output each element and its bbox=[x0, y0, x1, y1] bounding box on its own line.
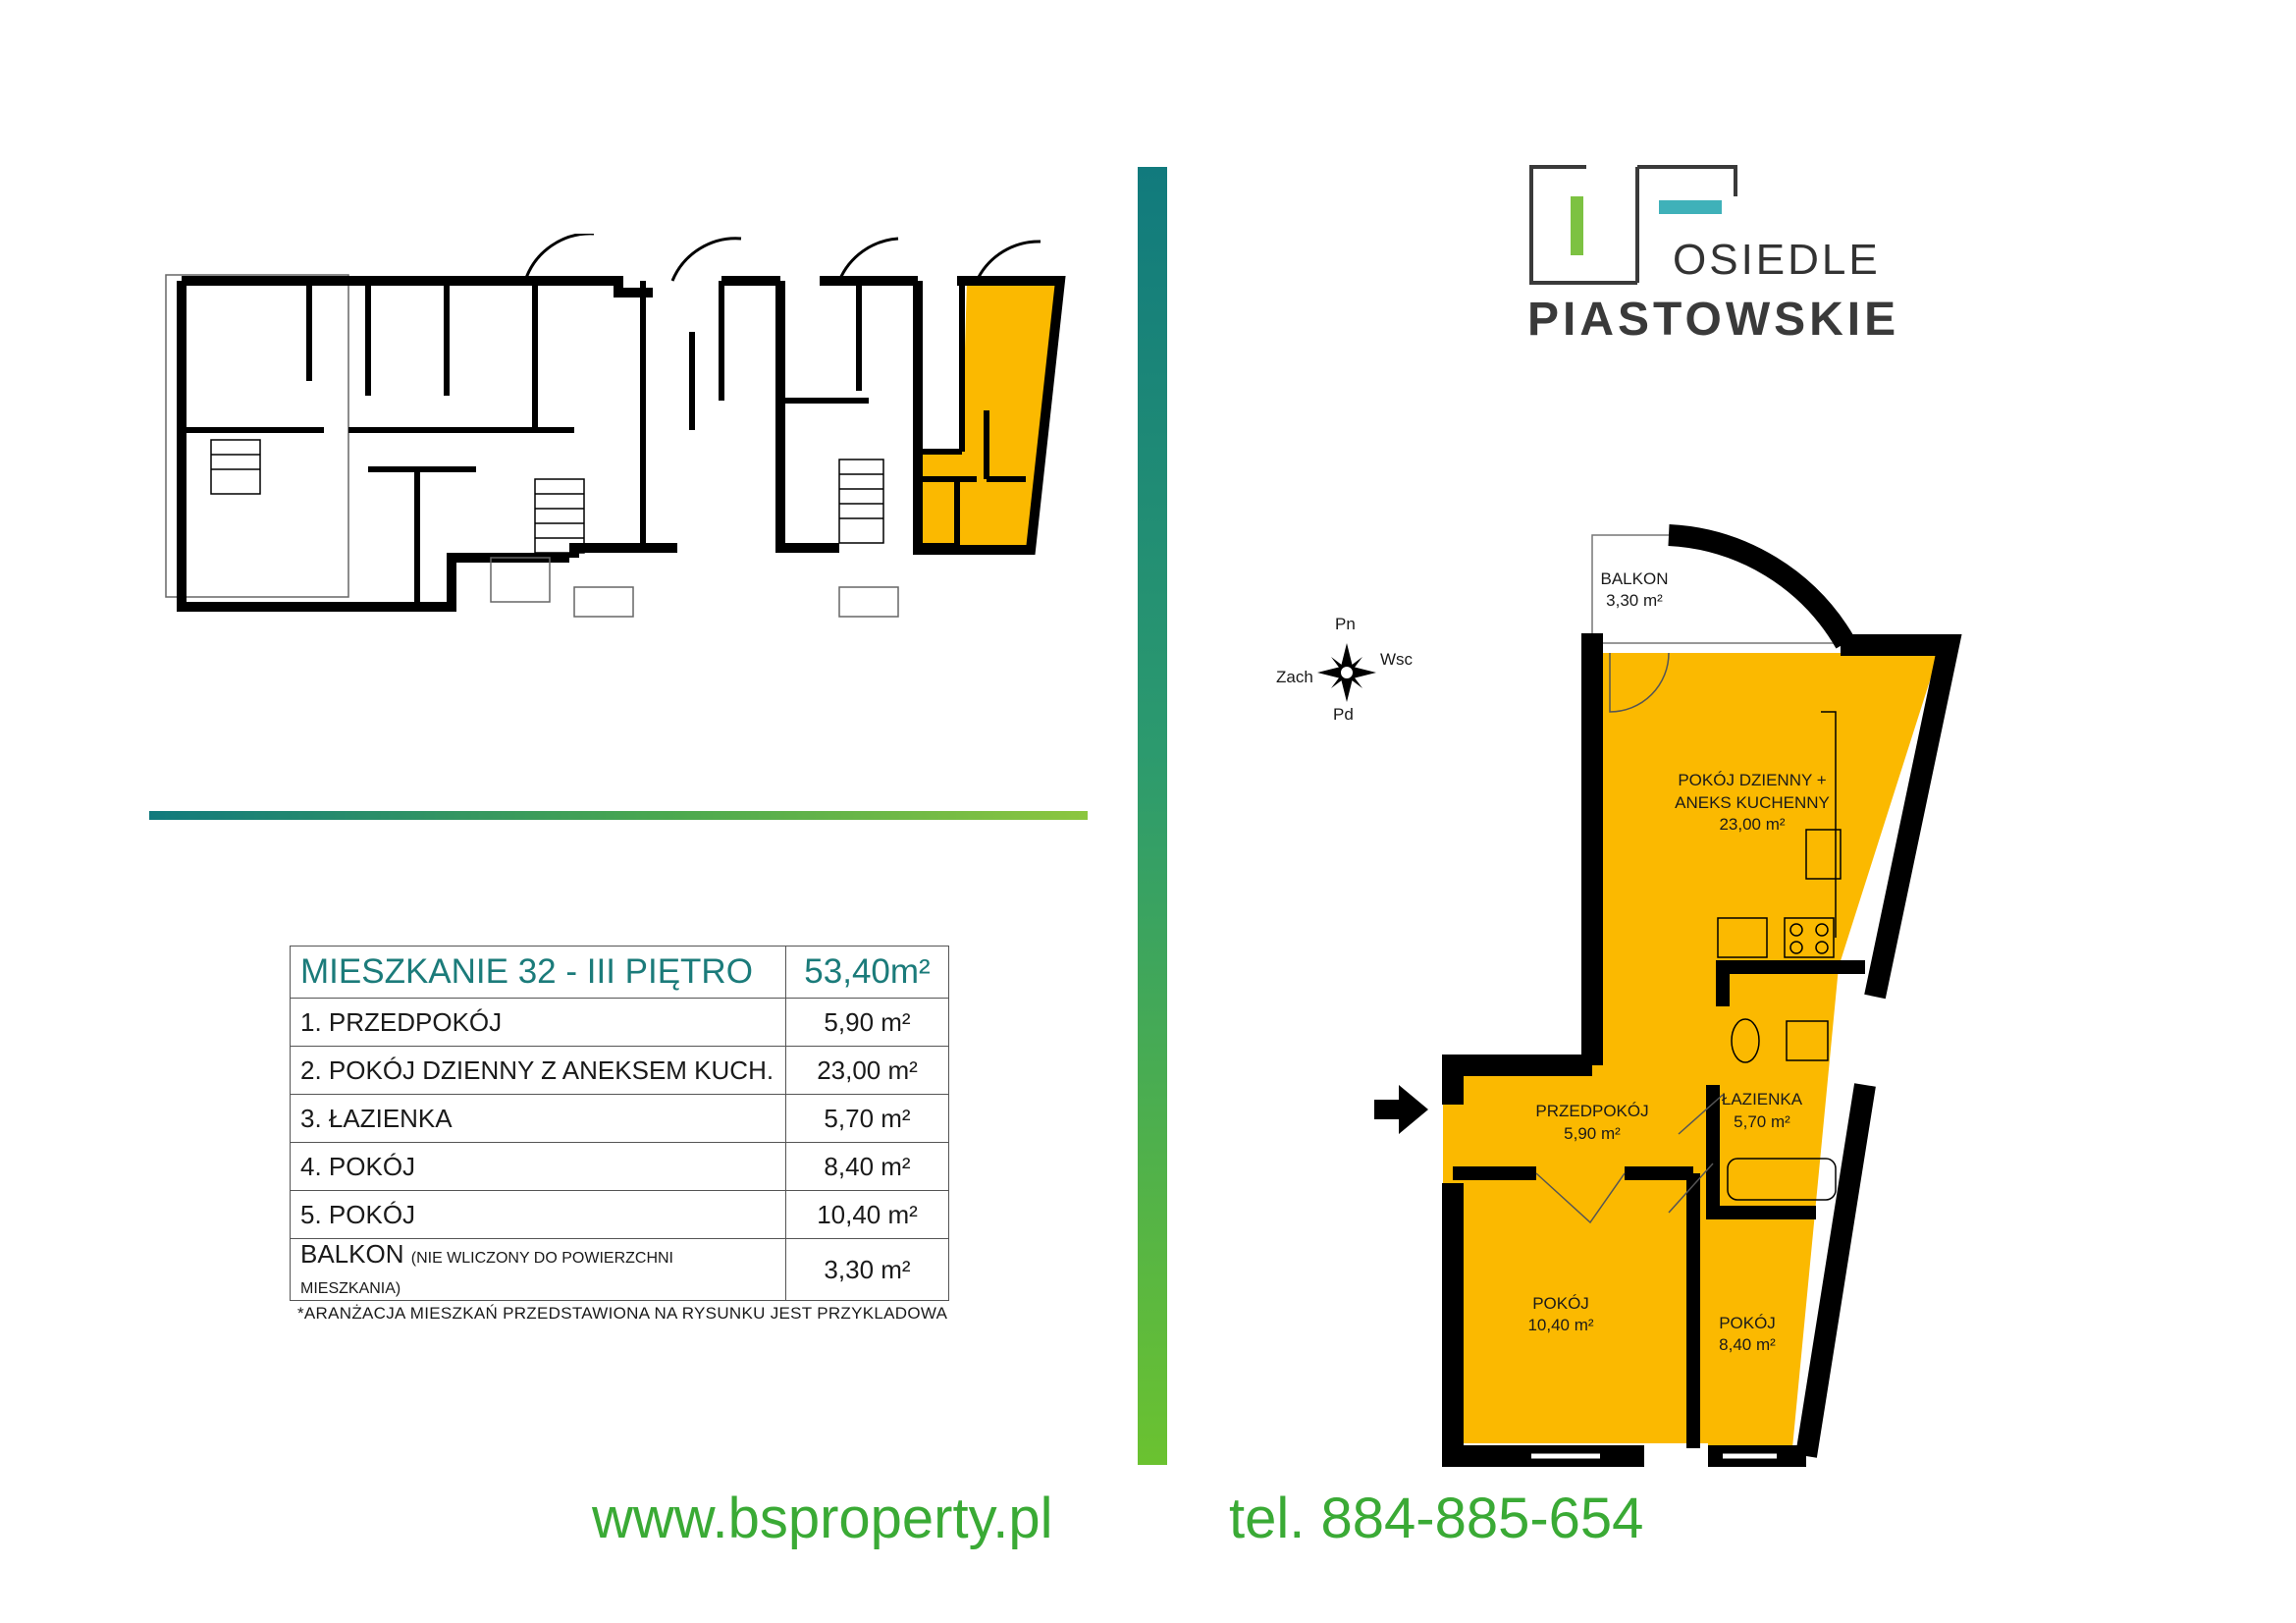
room-label: 5. POKÓJ bbox=[290, 1190, 786, 1239]
logo-text-piastowskie: PIASTOWSKIE bbox=[1527, 294, 1900, 346]
room-area: 8,40 m² bbox=[785, 1142, 949, 1191]
arrangement-note: *ARANŻACJA MIESZKAŃ PRZEDSTAWIONA NA RYS… bbox=[297, 1304, 948, 1323]
balcony-cell: BALKON (NIE WLICZONY DO POWIERZCHNI MIES… bbox=[290, 1238, 786, 1301]
horizontal-divider bbox=[149, 811, 1088, 820]
label-hall-area: 5,90 m² bbox=[1564, 1124, 1621, 1143]
room-area: 5,90 m² bbox=[785, 998, 949, 1047]
entrance-arrow-icon bbox=[1374, 1085, 1428, 1134]
table-row: 3. ŁAZIENKA 5,70 m² bbox=[290, 1094, 949, 1143]
table-row: 5. POKÓJ 10,40 m² bbox=[290, 1190, 949, 1239]
label-bath-name: ŁAZIENKA bbox=[1722, 1090, 1803, 1109]
room-label: 2. POKÓJ DZIENNY Z ANEKSEM KUCH. bbox=[290, 1046, 786, 1095]
label-room-left-name: POKÓJ bbox=[1532, 1294, 1589, 1313]
table-row: 2. POKÓJ DZIENNY Z ANEKSEM KUCH. 23,00 m… bbox=[290, 1046, 949, 1095]
apartment-area-table: MIESZKANIE 32 - III PIĘTRO 53,40m² 1. PR… bbox=[290, 946, 949, 1301]
room-label: 3. ŁAZIENKA bbox=[290, 1094, 786, 1143]
room-area: 23,00 m² bbox=[785, 1046, 949, 1095]
label-room-left-area: 10,40 m² bbox=[1527, 1316, 1593, 1334]
apartment-title: MIESZKANIE 32 - III PIĘTRO bbox=[290, 946, 786, 999]
label-room-right-name: POKÓJ bbox=[1719, 1314, 1776, 1332]
logo-mark bbox=[1529, 165, 1737, 285]
apartment-floor bbox=[1443, 653, 1939, 1443]
balcony-label: BALKON bbox=[300, 1239, 404, 1269]
room-area: 5,70 m² bbox=[785, 1094, 949, 1143]
apartment-total-area: 53,40m² bbox=[785, 946, 949, 999]
apartment-floor-plan: BALKON 3,30 m² POKÓJ DZIENNY + ANEKS KUC… bbox=[1374, 524, 1962, 1467]
phone-number[interactable]: tel. 884-885-654 bbox=[1229, 1487, 1644, 1550]
compass-south: Pd bbox=[1333, 705, 1354, 722]
building-floor-plan bbox=[165, 234, 1066, 618]
label-living-area: 23,00 m² bbox=[1719, 815, 1785, 834]
label-hall-name: PRZEDPOKÓJ bbox=[1535, 1102, 1648, 1120]
compass-rose-icon: Pn Pd Zach Wsch bbox=[1276, 615, 1414, 722]
compass-north: Pn bbox=[1335, 615, 1356, 633]
table-row: 1. PRZEDPOKÓJ 5,90 m² bbox=[290, 998, 949, 1047]
table-header-row: MIESZKANIE 32 - III PIĘTRO 53,40m² bbox=[290, 946, 949, 999]
vertical-divider bbox=[1138, 167, 1167, 1465]
label-balkon-area: 3,30 m² bbox=[1606, 591, 1663, 610]
balcony-area: 3,30 m² bbox=[785, 1238, 949, 1301]
label-room-right-area: 8,40 m² bbox=[1719, 1335, 1776, 1354]
table-row-balcony: BALKON (NIE WLICZONY DO POWIERZCHNI MIES… bbox=[290, 1238, 949, 1301]
compass-east: Wsch bbox=[1380, 650, 1414, 669]
room-area: 10,40 m² bbox=[785, 1190, 949, 1239]
label-bath-area: 5,70 m² bbox=[1734, 1112, 1790, 1131]
table-row: 4. POKÓJ 8,40 m² bbox=[290, 1142, 949, 1191]
label-living-name2: ANEKS KUCHENNY bbox=[1675, 793, 1830, 812]
room-label: 4. POKÓJ bbox=[290, 1142, 786, 1191]
label-balkon-name: BALKON bbox=[1601, 569, 1669, 588]
label-living-name1: POKÓJ DZIENNY + bbox=[1678, 771, 1826, 789]
room-label: 1. PRZEDPOKÓJ bbox=[290, 998, 786, 1047]
logo-text-osiedle: OSIEDLE bbox=[1673, 236, 1881, 284]
compass-west: Zach bbox=[1276, 668, 1313, 686]
balcony-note: (NIE WLICZONY DO POWIERZCHNI MIESZKANIA) bbox=[300, 1250, 673, 1297]
website-link[interactable]: www.bsproperty.pl bbox=[592, 1487, 1053, 1550]
